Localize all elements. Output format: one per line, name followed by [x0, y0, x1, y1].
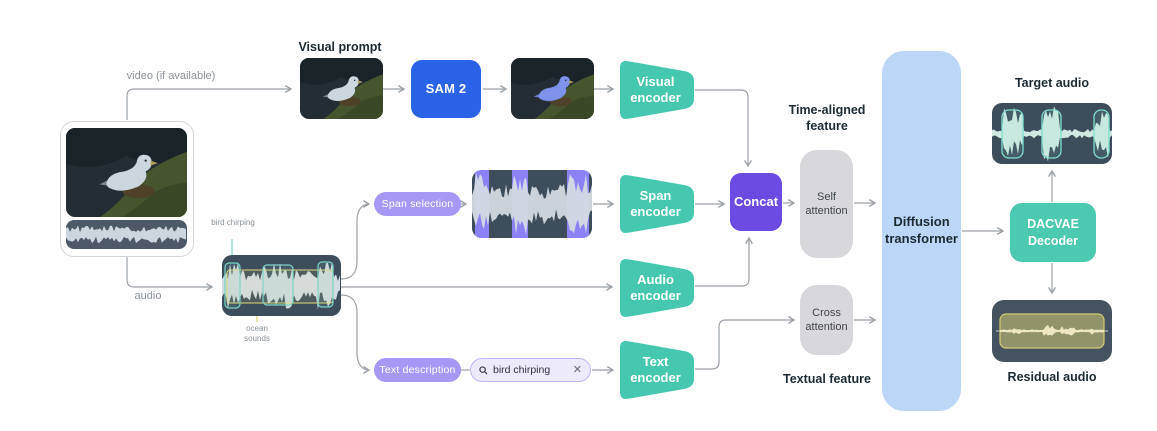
target-audio-card: [992, 103, 1112, 164]
visual-encoder-label: Visual encoder: [630, 74, 681, 105]
span-selection-label: Span selection: [381, 198, 454, 210]
self-attention-node: Self attention: [800, 150, 853, 258]
dacvae-decoder-node: DACVAE Decoder: [1010, 203, 1096, 262]
target-span-highlight: [1001, 109, 1024, 159]
bird-chirping-span-highlight: [262, 264, 294, 306]
bird-photo: [300, 58, 383, 119]
self-attention-label: Self attention: [805, 190, 848, 217]
input-video-frame: [66, 128, 187, 217]
residual-audio-title: Residual audio: [1007, 370, 1097, 384]
annotated-audio-waveform-card: [222, 255, 341, 316]
sam2-node: SAM 2: [411, 60, 481, 118]
cross-attention-node: Cross attention: [800, 285, 853, 355]
target-span-highlight: [1093, 109, 1110, 159]
target-audio-title: Target audio: [1014, 76, 1090, 90]
span-waveform-card: [472, 170, 592, 238]
diffusion-transformer-label: Diffusion transformer: [885, 214, 958, 246]
text-description-pill: Text description: [374, 358, 461, 382]
dacvae-decoder-label: DACVAE Decoder: [1027, 217, 1079, 248]
input-media-card: [60, 121, 194, 257]
concat-label: Concat: [733, 194, 779, 210]
edge-visual-encoder-to-concat: [695, 89, 752, 168]
visual-prompt-title: Visual prompt: [298, 40, 382, 54]
audio-encoder-node: Audio encoder: [620, 258, 694, 318]
audio-edge-label: audio: [134, 290, 162, 302]
bird-chirping-span-highlight: [317, 261, 334, 308]
edge-wave-to-span-selection: [340, 200, 371, 280]
edge-video: [126, 85, 293, 120]
visual-prompt-image: [300, 58, 383, 119]
time-aligned-feature-label: Time-aligned feature: [788, 103, 866, 133]
edge-text-encoder-to-cross-attention: [695, 316, 796, 370]
diffusion-transformer-node: Diffusion transformer: [882, 51, 961, 411]
residual-audio-card: [992, 300, 1112, 362]
video-edge-label: video (if available): [126, 70, 216, 82]
text-prompt-search-box[interactable]: ✕: [470, 358, 591, 382]
bird-chirping-span-highlight: [224, 262, 241, 309]
concat-node: Concat: [730, 173, 782, 231]
edge-audio-encoder-to-concat: [695, 236, 753, 287]
cross-attention-label: Cross attention: [805, 306, 848, 333]
target-span-highlight: [1041, 109, 1062, 159]
clear-icon[interactable]: ✕: [572, 363, 582, 376]
search-icon: [479, 365, 488, 375]
span-encoder-node: Span encoder: [620, 174, 694, 234]
search-input[interactable]: [493, 364, 568, 376]
edge-audio: [126, 257, 214, 291]
bird-photo: [66, 128, 187, 217]
sam2-label: SAM 2: [425, 81, 467, 97]
visual-encoder-node: Visual encoder: [620, 60, 694, 120]
segmented-frame-image: [511, 58, 594, 119]
input-audio-thumbnail: [66, 220, 187, 249]
textual-feature-label: Textual feature: [783, 372, 871, 386]
audio-encoder-label: Audio encoder: [630, 272, 681, 303]
text-encoder-label: Text encoder: [630, 354, 681, 385]
bird-chirping-annotation: bird chirping: [211, 218, 255, 227]
span-encoder-label: Span encoder: [630, 188, 681, 219]
ocean-sounds-annotation: ocean sounds: [244, 324, 270, 343]
span-selection-pill: Span selection: [374, 192, 461, 216]
edge-wave-to-text-description: [340, 294, 371, 374]
text-description-label: Text description: [379, 364, 456, 376]
segmented-bird-photo: [511, 58, 594, 119]
text-encoder-node: Text encoder: [620, 340, 694, 400]
